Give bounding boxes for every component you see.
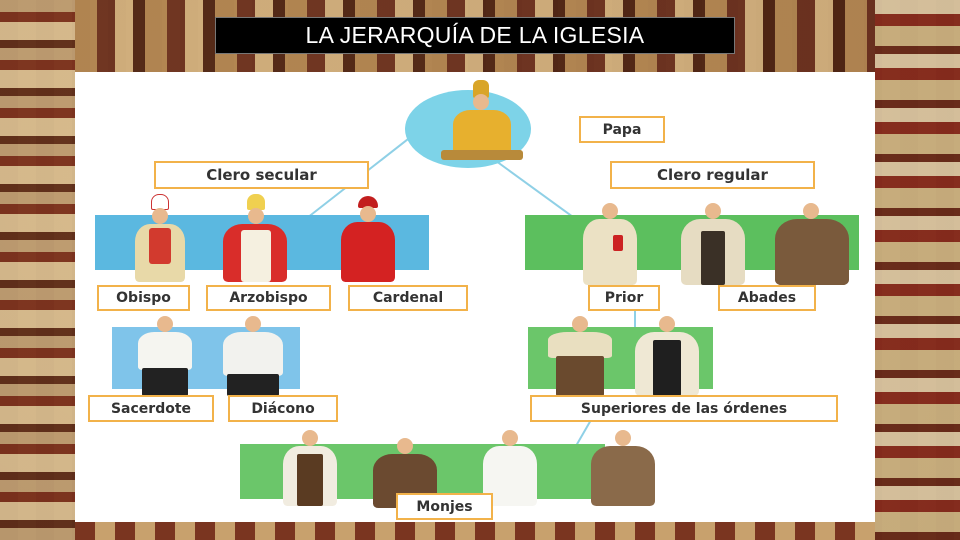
heading-clero-regular: Clero regular	[610, 161, 815, 189]
abad-figure-1	[673, 197, 753, 287]
page-title: LA JERARQUÍA DE LA IGLESIA	[305, 22, 645, 48]
label-arzobispo: Arzobispo	[206, 285, 331, 311]
title-bar: LA JERARQUÍA DE LA IGLESIA	[215, 17, 735, 54]
diacono-figure	[213, 310, 293, 400]
abad-figure-2	[767, 197, 857, 287]
arzobispo-figure	[215, 194, 295, 284]
label-obispo: Obispo	[97, 285, 190, 311]
decorative-right-border	[875, 0, 960, 540]
superior-figure-1	[540, 310, 620, 400]
label-abades: Abades	[718, 285, 816, 311]
label-diacono: Diácono	[228, 395, 338, 422]
monje-figure-4	[583, 424, 663, 514]
label-sacerdote: Sacerdote	[88, 395, 214, 422]
papa-figure	[433, 80, 528, 164]
label-cardenal: Cardenal	[348, 285, 468, 311]
sacerdote-figure	[130, 310, 200, 400]
label-monjes: Monjes	[396, 493, 493, 520]
cardenal-figure	[333, 194, 403, 284]
decorative-bottom-border	[75, 520, 875, 540]
obispo-figure	[125, 194, 195, 284]
monje-figure-1	[275, 424, 345, 514]
label-superiores: Superiores de las órdenes	[530, 395, 838, 422]
prior-figure	[575, 197, 645, 287]
label-papa: Papa	[579, 116, 665, 143]
hierarchy-diagram: Papa Clero secular Clero regular Obispo …	[75, 72, 875, 522]
superior-figure-2	[627, 310, 707, 400]
heading-clero-secular: Clero secular	[154, 161, 369, 189]
label-prior: Prior	[588, 285, 660, 311]
decorative-left-border	[0, 0, 75, 540]
